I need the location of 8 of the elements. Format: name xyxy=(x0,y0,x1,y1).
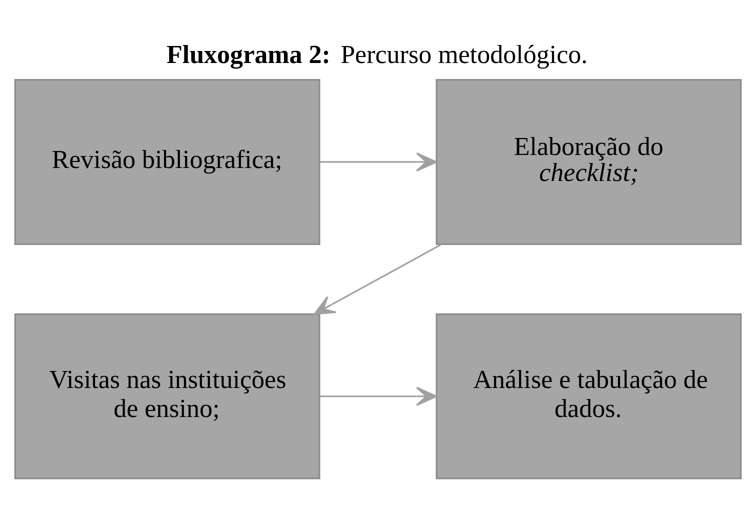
node-box: Elaboração do checklist; xyxy=(436,78,742,244)
node-box: Revisão bibliografica; xyxy=(14,78,320,244)
arrow xyxy=(314,243,442,314)
node-box: Visitas nas instituições de ensino; xyxy=(14,312,320,479)
node-box: Análise e tabulação de dados. xyxy=(436,312,742,479)
arrow xyxy=(320,152,438,172)
arrow xyxy=(320,386,438,406)
diagram-title: Fluxograma 2: Percurso metodológico. xyxy=(166,40,588,69)
